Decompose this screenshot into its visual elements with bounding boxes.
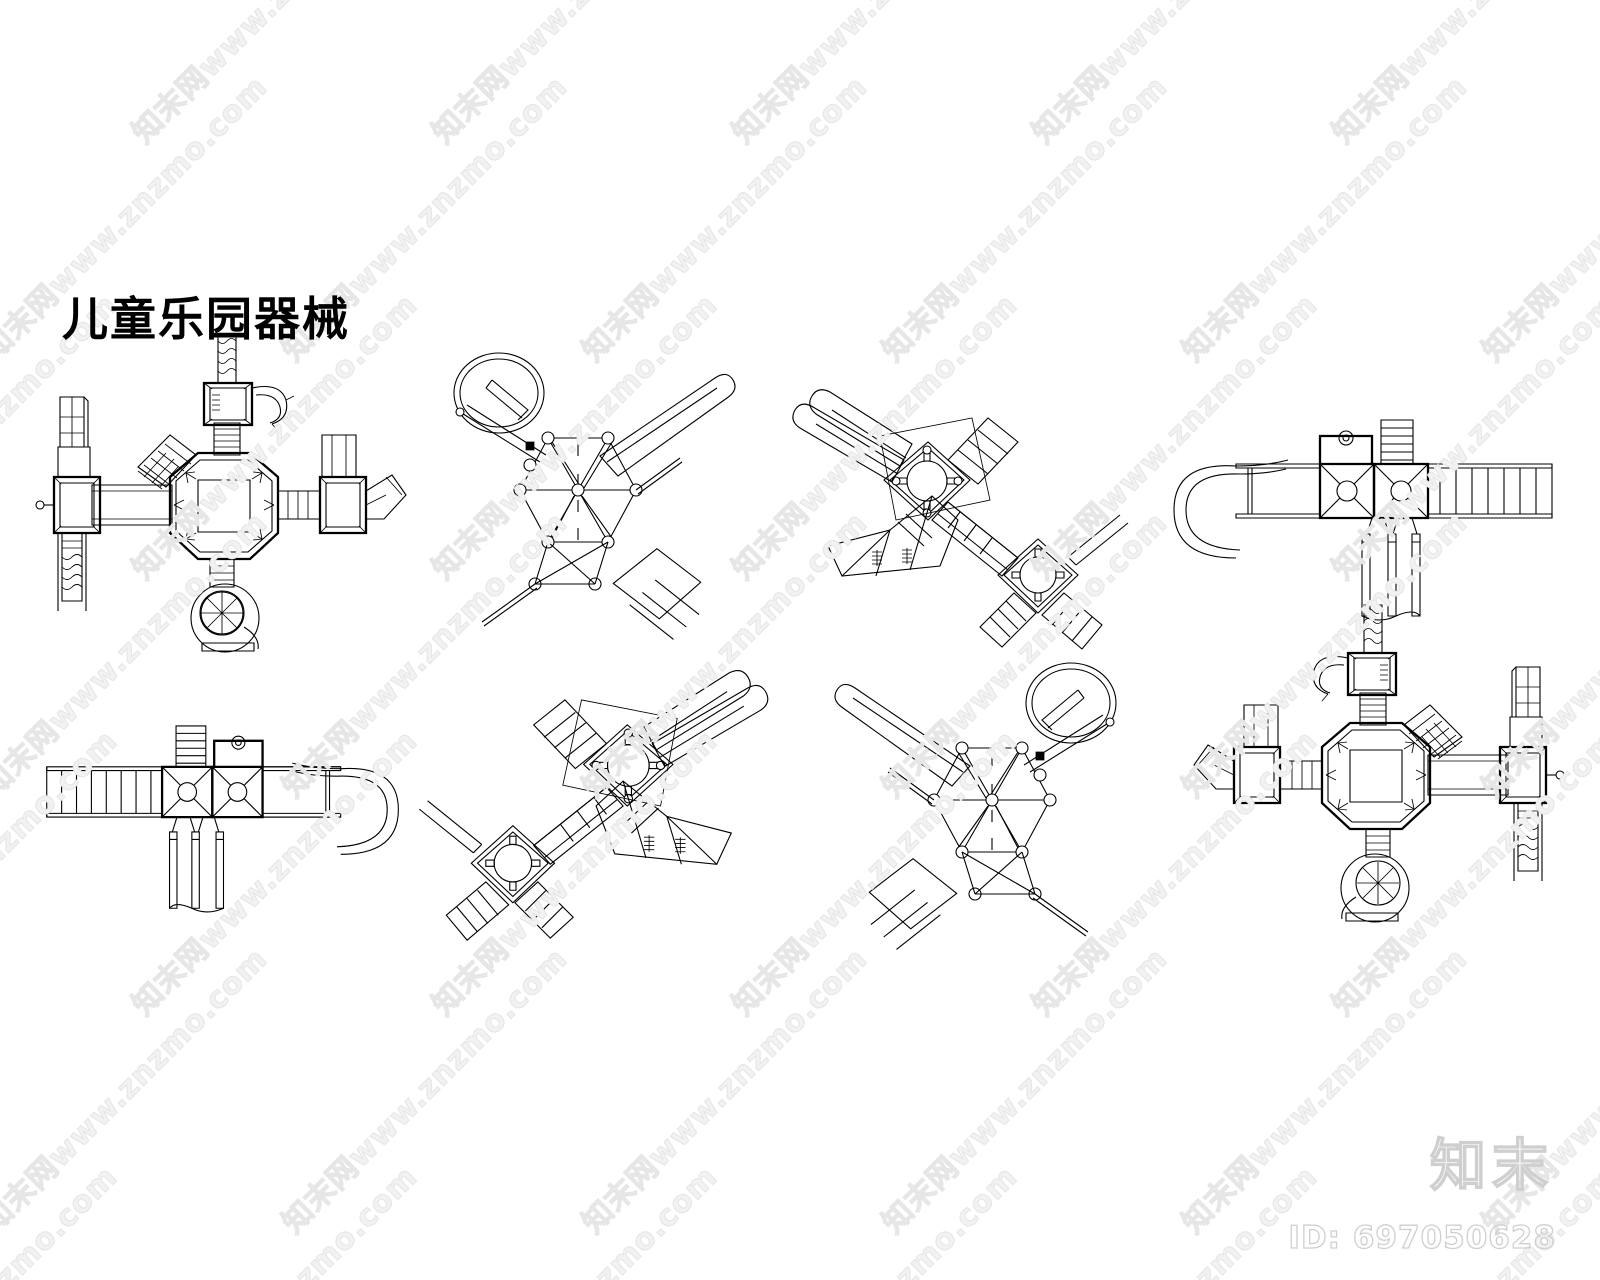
watermark-text: 知末网www.znzmo.com [275, 941, 575, 1241]
watermark-text: 知末网www.znzmo.com [1475, 69, 1600, 369]
watermark-text: 知末网www.znzmo.com [575, 941, 875, 1241]
watermark-text: 知末网www.znzmo.com [0, 941, 275, 1241]
watermark-text: 知末网www.znzmo.com [1020, 1154, 1325, 1280]
watermark-text: 知末网www.znzmo.com [0, 0, 125, 151]
block-octagon-tower-play-set-mirrored [1180, 625, 1580, 925]
watermark-text: 知末网www.znzmo.com [125, 0, 425, 151]
watermark-text: 知末网www.znzmo.com [1175, 69, 1475, 369]
block-twin-square-deck-bridge-set-mirrored [30, 690, 430, 920]
block-hexagon-net-climber-set-mirrored [810, 660, 1130, 950]
block-hexagon-net-climber-set [440, 350, 760, 640]
watermark-text: 知末网www.znzmo.com [0, 1154, 125, 1280]
block-twin-diamond-deck-set-mirrored [450, 650, 790, 910]
watermark-text: 知末网www.znzmo.com [1025, 0, 1325, 151]
watermark-text: 知末网www.znzmo.com [420, 1154, 725, 1280]
block-octagon-tower-play-set [20, 355, 420, 655]
watermark-text: 知末网www.znzmo.com [875, 941, 1175, 1241]
watermark-text: 知末网www.znzmo.com [575, 69, 875, 369]
watermark-text: 知末网www.znzmo.com [875, 69, 1175, 369]
block-twin-square-deck-bridge-set [1140, 390, 1570, 620]
watermark-text: 知末网www.znzmo.com [1325, 0, 1600, 151]
block-twin-diamond-deck-set [780, 370, 1090, 620]
watermark-text: 知末网www.znzmo.com [120, 1154, 425, 1280]
watermark-text: 知末网www.znzmo.com [725, 0, 1025, 151]
watermark-text: 知末网www.znzmo.com [720, 1154, 1025, 1280]
brand-logo: 知末 [1429, 1133, 1554, 1200]
drawing-id-label: ID: 697050628 [1288, 1219, 1556, 1256]
page-title: 儿童乐园器械 [62, 292, 350, 346]
watermark-text: 知末网www.znzmo.com [425, 0, 725, 151]
